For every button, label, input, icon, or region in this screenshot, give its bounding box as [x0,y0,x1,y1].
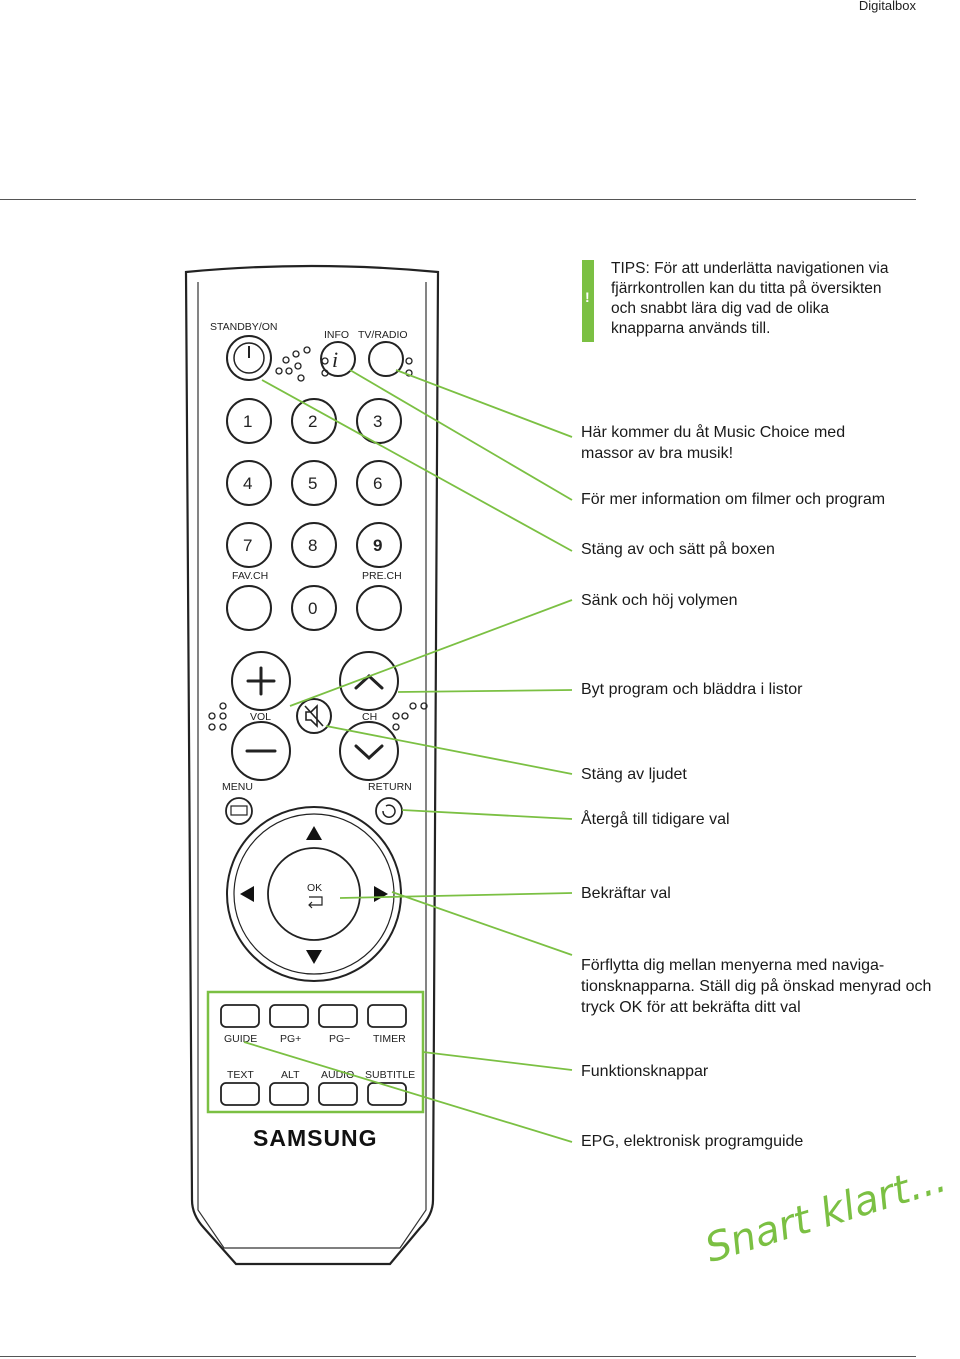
power-icon [233,342,265,374]
key-7: 7 [243,536,252,555]
key-8: 8 [308,536,317,555]
key-5: 5 [308,474,317,493]
function-keys-highlight [206,990,425,1114]
tv-radio-button [368,341,404,377]
tip-marker [582,260,594,342]
key-2: 2 [308,412,317,431]
enter-icon [308,896,323,909]
callout-music: Här kommer du åt Music Choice med massor… [581,424,846,462]
key-4: 4 [243,474,252,493]
timer-label: TIMER [373,1033,406,1045]
callout-channel: Byt program och bläddra i listor [581,681,803,698]
menu-icon [230,805,248,816]
volume-down-button [231,721,291,781]
mute-icon [304,704,324,728]
number-keypad [226,398,402,631]
text-label: TEXT [227,1069,254,1081]
callout-standby: Stäng av och sätt på boxen [581,541,775,558]
top-divider [0,199,916,200]
subtitle-label: SUBTITLE [365,1069,415,1081]
standby-label: STANDBY/ON [210,321,277,333]
callout-volume: Sänk och höj volymen [581,592,738,609]
plus-icon [246,666,276,696]
arrow-up-icon [306,826,322,840]
channel-up-button [339,651,399,711]
key-3: 3 [373,412,382,431]
fav-ch-label: FAV.CH [232,570,268,582]
volume-up-button [231,651,291,711]
callout-return: Återgå till tidigare val [581,811,730,828]
menu-label: MENU [222,781,253,793]
alt-label: ALT [281,1069,300,1081]
ch-label: CH [362,711,377,723]
pg-minus-label: PG− [329,1033,350,1045]
callout-mute: Stäng av ljudet [581,766,687,783]
mute-button [296,698,332,734]
remote-inner-outline [197,282,427,1249]
callout-lines [243,369,573,1143]
pre-ch-label: PRE.CH [362,570,402,582]
key-6: 6 [373,474,382,493]
key-0: 0 [308,599,317,618]
remote-body [184,264,440,1266]
ok-button [267,847,361,941]
ok-label: OK [307,882,322,894]
tip-text: TIPS: För att underlätta navigationen vi… [611,260,889,337]
menu-button [225,797,253,825]
return-button [375,797,403,825]
function-keys-bottom [220,1082,407,1106]
guide-label: GUIDE [224,1033,257,1045]
audio-label: AUDIO [321,1069,354,1081]
return-label: RETURN [368,781,412,793]
brand-logo: SAMSUNG [253,1125,378,1151]
arrow-right-icon [374,886,388,902]
callout-function-keys: Funktionsknappar [581,1063,709,1080]
key-1: 1 [243,412,252,431]
bottom-divider [0,1356,916,1357]
exclamation-icon: ! [585,289,590,305]
callout-epg: EPG, elektronisk programguide [581,1133,804,1150]
info-button [320,341,356,377]
info-label: INFO [324,329,349,341]
arrow-down-icon [306,950,322,964]
standby-button [226,335,272,381]
chevron-up-icon [354,673,384,690]
chevron-down-icon [354,744,384,761]
navigation-ring [226,806,402,982]
vol-label: VOL [250,711,271,723]
section-label: Digitalbox [858,0,916,13]
key-9: 9 [373,536,382,555]
callout-ok: Bekräftar val [581,885,671,902]
pg-plus-label: PG+ [280,1033,301,1045]
callout-navigation: Förflytta dig mellan menyerna med naviga… [581,957,932,1016]
info-icon: i [332,347,338,372]
tv-radio-label: TV/RADIO [358,329,408,341]
function-keys-top [220,1004,407,1028]
return-icon [382,804,396,818]
indicator-dots [275,346,413,382]
channel-down-button [339,721,399,781]
arrow-left-icon [240,886,254,902]
callout-info: För mer information om filmer och progra… [581,491,886,508]
